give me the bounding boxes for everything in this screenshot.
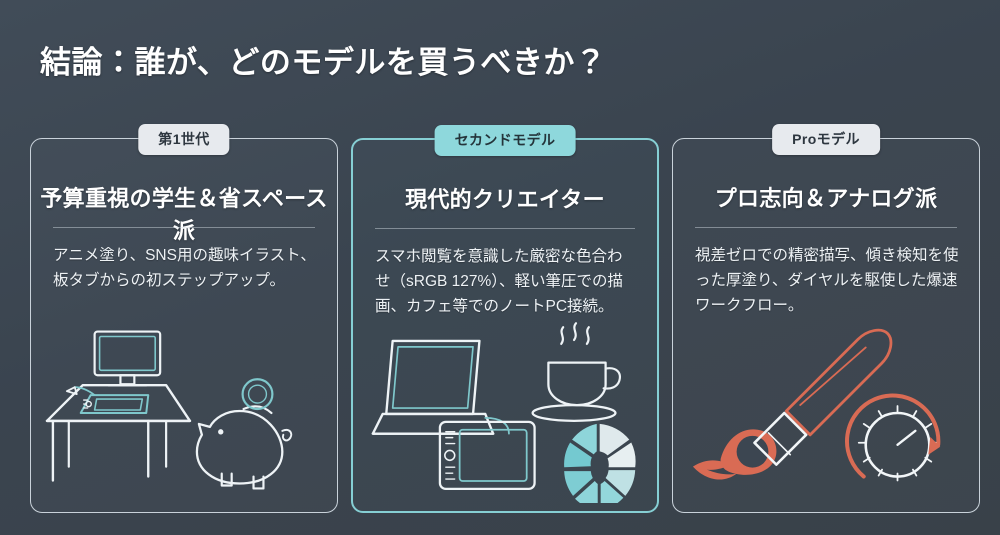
badge-gen1: 第1世代 (138, 124, 230, 155)
pen-display-icon (438, 420, 536, 491)
badge-second-model: セカンドモデル (434, 125, 576, 156)
coffee-cup-icon (531, 322, 621, 422)
illustration-laptop-coffee-colorwheel (361, 318, 649, 503)
piggybank-icon (195, 378, 293, 490)
card-heading-pro-model: プロ志向＆アナログ派 (714, 186, 938, 211)
card-gen1[interactable]: 第1世代 予算重視の学生＆省スペース派 アニメ塗り、SNS用の趣味イラスト、板タ… (30, 124, 338, 513)
dial-knob-icon (845, 393, 941, 482)
card-body-second-model: スマホ閲覧を意識した厳密な色合わせ（sRGB 127%）、軽い筆圧での描画、カフ… (375, 248, 624, 316)
card-body-gen1: アニメ塗り、SNS用の趣味イラスト、板タブからの初ステップアップ。 (53, 247, 316, 290)
illustration-brush-dial (681, 319, 971, 504)
brush-ferrule-icon (753, 411, 808, 466)
color-wheel-icon (564, 423, 636, 503)
steam-icon (560, 322, 590, 346)
monitor-icon (93, 330, 162, 387)
page-title: 結論：誰が、どのモデルを買うべきか？ (40, 44, 607, 80)
desk-icon (45, 383, 192, 482)
card-pro-model[interactable]: Proモデル プロ志向＆アナログ派 視差ゼロでの精密描写、傾き検知を使った厚塗り… (672, 124, 980, 513)
card-divider (695, 227, 957, 228)
card-divider (375, 228, 635, 229)
card-body-pro-model: 視差ゼロでの精密描写、傾き検知を使った厚塗り、ダイヤルを駆使した爆速ワークフロー… (695, 247, 959, 315)
badge-pro-model: Proモデル (772, 124, 880, 155)
pen-tablet-icon (65, 386, 150, 414)
brush-handle-icon (784, 328, 893, 437)
card-heading-gen1: 予算重視の学生＆省スペース派 (40, 186, 328, 243)
paint-splash-icon (692, 429, 777, 480)
card-heading-second-model: 現代的クリエイター (405, 187, 605, 212)
card-second-model[interactable]: セカンドモデル 現代的クリエイター スマホ閲覧を意識した厳密な色合わせ（sRGB… (351, 125, 659, 513)
laptop-icon (371, 339, 495, 435)
card-row: 第1世代 予算重視の学生＆省スペース派 アニメ塗り、SNS用の趣味イラスト、板タ… (30, 124, 980, 513)
card-divider (53, 227, 315, 228)
page-title-container: 結論：誰が、どのモデルを買うべきか？ (40, 28, 960, 90)
illustration-desk-piggybank (39, 319, 329, 504)
